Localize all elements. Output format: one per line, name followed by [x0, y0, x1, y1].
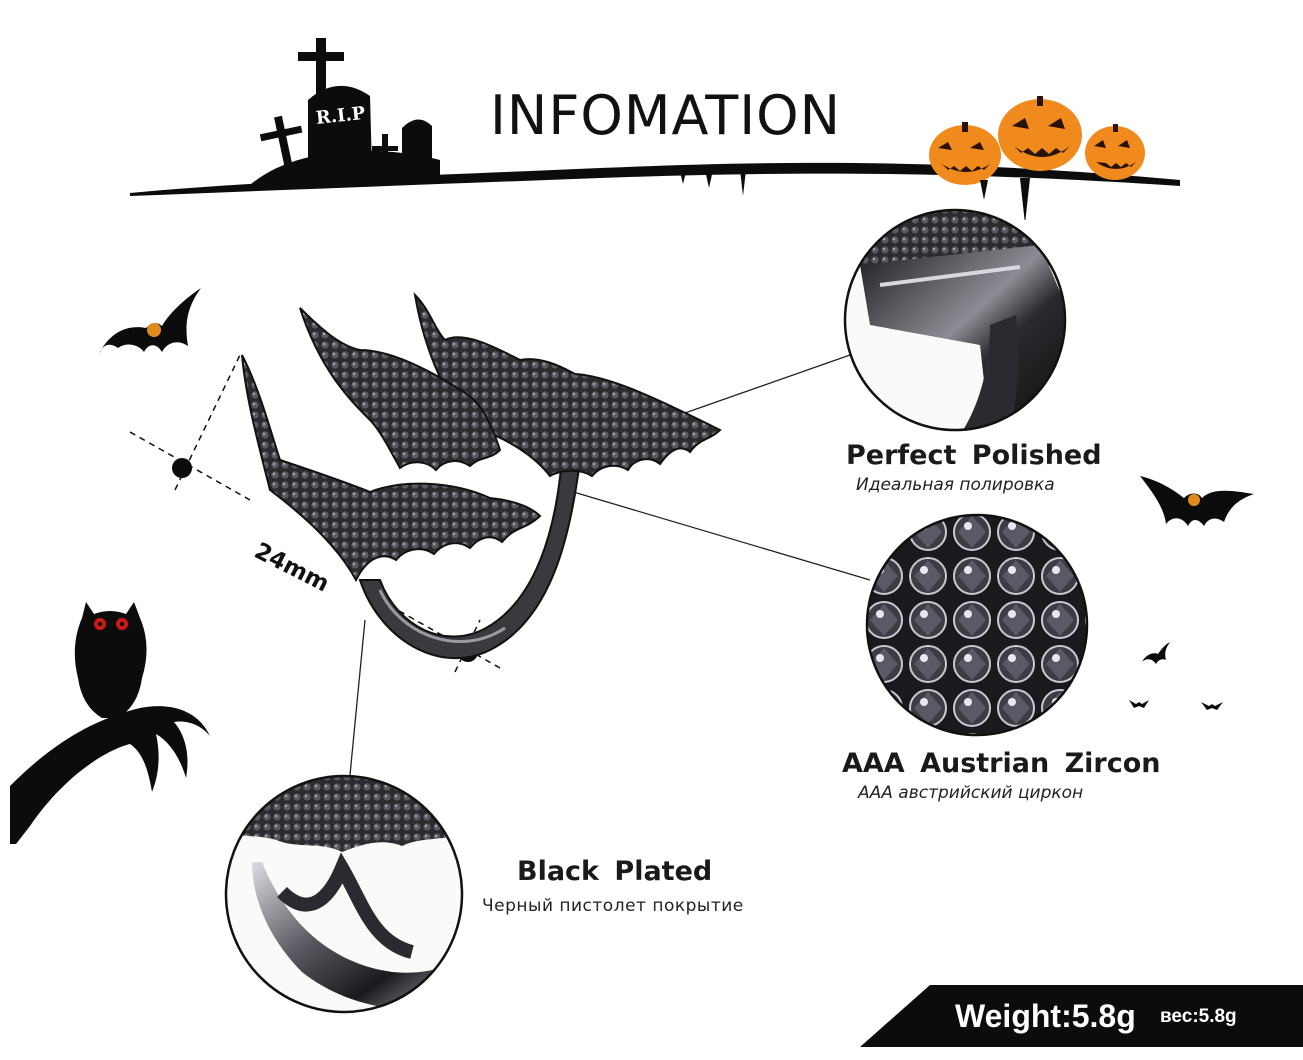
feature-title-polished: Perfect Polished [846, 440, 1102, 471]
weight-banner [860, 985, 1303, 1047]
tombstone-icon: R.I.P [308, 85, 372, 170]
cross-icon [298, 38, 344, 108]
bat-icon [1201, 702, 1223, 710]
owl-icon [10, 602, 210, 844]
pumpkin-icon [1085, 124, 1145, 180]
product-image-ring [241, 292, 722, 660]
feature-title-zircon: AAA Austrian Zircon [842, 748, 1161, 779]
header-graveyard-banner: R.I.P [130, 38, 1180, 220]
pumpkin-icon [929, 122, 1001, 185]
weight-label-ru: вес:5.8g [1160, 1006, 1237, 1027]
page-title: INFOMATION [490, 84, 842, 147]
bat-icon [1142, 642, 1170, 664]
cross-icon [259, 115, 398, 175]
svg-text:R.I.P: R.I.P [315, 103, 367, 129]
bat-icon [1129, 700, 1149, 708]
bat-icon [98, 288, 201, 356]
bat-icon [1140, 476, 1254, 526]
detail-circle-plated [224, 774, 464, 1014]
feature-subtitle-polished: Идеальная полировка [856, 475, 1055, 495]
detail-circle-zircon [865, 513, 1089, 737]
pumpkin-icon [998, 96, 1082, 171]
feature-title-plated: Black Plated [517, 856, 713, 887]
weight-label: Weight:5.8g [955, 998, 1136, 1034]
feature-subtitle-zircon: AAA австрийский циркон [858, 783, 1084, 803]
detail-circle-polished [843, 208, 1067, 432]
feature-subtitle-plated: Черный пистолет покрытие [482, 896, 744, 916]
